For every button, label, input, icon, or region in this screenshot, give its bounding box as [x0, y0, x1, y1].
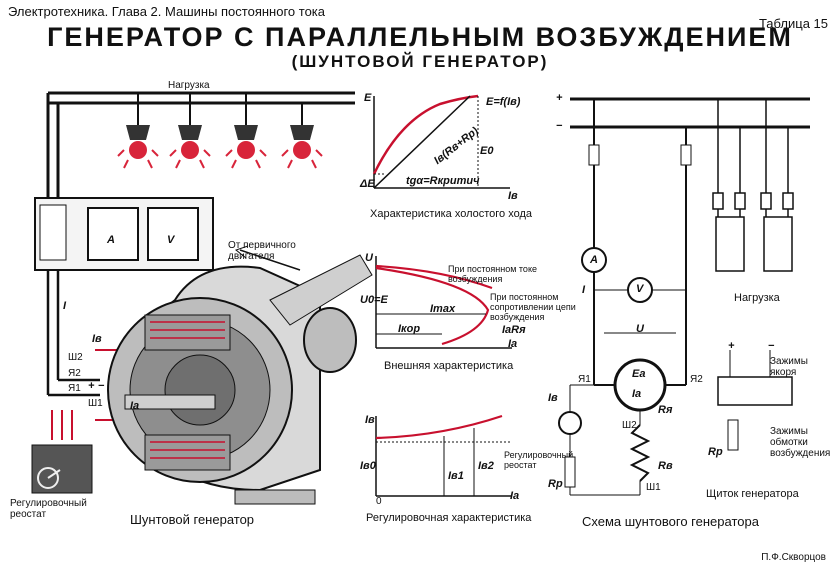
- external-Imax-label: Imax: [430, 303, 456, 315]
- rheostat-label: Регулировочный реостат: [10, 498, 87, 520]
- schematic-Ia-label: Ia: [632, 388, 642, 400]
- drive-pulley: [234, 245, 373, 373]
- external-note-current: При постоянном токе возбуждения: [448, 264, 537, 284]
- noload-chart: [372, 94, 510, 189]
- external-IaRa-label: IaRя: [502, 324, 526, 336]
- bus-minus-label: −: [556, 120, 563, 132]
- prime-mover-label: От первичного двигателя: [228, 240, 296, 262]
- armature-terminals-label: Зажимы якоря: [770, 356, 808, 378]
- terminal-ya1: Я1: [68, 383, 81, 394]
- noload-E0-label: E0: [480, 145, 494, 157]
- schematic-Ea-label: Ea: [632, 368, 646, 380]
- regulating-Ib0-label: Iв0: [360, 460, 376, 472]
- external-U-label: U: [365, 252, 373, 264]
- current-I-label: I: [63, 300, 67, 312]
- regulating-caption: Регулировочная характеристика: [366, 512, 532, 524]
- external-curve-const-resistance: [375, 266, 490, 346]
- external-curve-const-current: [375, 264, 493, 290]
- minus-sign: −: [98, 380, 105, 392]
- terminal-sh1: Ш1: [88, 398, 103, 409]
- load-branches: [712, 99, 794, 272]
- page-title: ГЕНЕРАТОР С ПАРАЛЛЕЛЬНЫМ ВОЗБУЖДЕНИЕМ: [47, 22, 793, 52]
- noload-caption: Характеристика холостого хода: [370, 208, 533, 220]
- load-bus: [46, 91, 355, 200]
- shunt-schematic: [558, 97, 810, 496]
- right-caption: Схема шунтового генератора: [582, 514, 759, 529]
- regulating-Ib-label: Iв: [365, 414, 375, 426]
- external-U0E-label: U0=E: [360, 294, 388, 306]
- schematic-Rp-label: Rр: [548, 478, 563, 490]
- noload-tg-label: tgα=Rкритич: [406, 175, 480, 187]
- bus-plus-label: +: [556, 92, 563, 104]
- regulating-chart: [375, 414, 512, 497]
- schematic-voltmeter-letter: V: [636, 283, 644, 295]
- field-terminals-label: Зажимы обмотки возбуждения: [770, 426, 831, 459]
- ammeter-symbol: [581, 247, 607, 273]
- schematic-Rb-label: Rв: [658, 460, 673, 472]
- feed-wires: [46, 270, 100, 397]
- terminal-ya2: Я2: [68, 368, 81, 379]
- ammeter-letter: A: [107, 234, 115, 246]
- plus-sign: +: [88, 380, 95, 392]
- regulating-Ib1-label: Iв1: [448, 470, 464, 482]
- voltmeter-letter: V: [167, 234, 175, 246]
- lamp-2: [169, 93, 211, 169]
- switchboard: [34, 197, 214, 271]
- page-subtitle: (ШУНТОВОЙ ГЕНЕРАТОР): [291, 52, 549, 71]
- external-caption: Внешняя характеристика: [384, 360, 514, 372]
- panel-minus-label: −: [768, 340, 775, 352]
- regulating-rheostat-note: Регулировочный реостат: [504, 450, 574, 470]
- load-lamps: [117, 93, 323, 169]
- generator-panel: [717, 376, 793, 406]
- field-rheostat-symbol: [564, 456, 576, 488]
- schematic-Sh2-label: Ш2: [622, 420, 637, 431]
- field-ammeter-symbol: [558, 411, 582, 435]
- load-label: Нагрузка: [168, 80, 210, 91]
- panel-Rp-label: Rр: [708, 446, 723, 458]
- regulating-zero: 0: [376, 496, 382, 507]
- left-caption: Шунтовой генератор: [130, 512, 255, 527]
- field-windings: [150, 321, 225, 459]
- noload-E-axis-label: E: [364, 92, 372, 104]
- schematic-ammeter-letter: A: [590, 254, 598, 266]
- lamp-1: [117, 93, 159, 169]
- noload-dE-label: ΔE: [360, 178, 375, 190]
- lamp-3: [225, 93, 267, 169]
- noload-formula: E=f(Iв): [486, 96, 521, 108]
- regulating-Ib2-label: Iв2: [478, 460, 494, 472]
- field-rheostat: [31, 444, 93, 494]
- noload-curve: [372, 94, 479, 175]
- schematic-Ya2-label: Я2: [690, 374, 703, 385]
- external-Ia-label: Ia: [508, 338, 518, 350]
- external-note-resistance: При постоянном сопротивлении цепи возбуж…: [490, 292, 576, 322]
- schematic-U-label: U: [636, 323, 644, 335]
- schematic-I-label: I: [582, 284, 586, 296]
- fuse-left: [588, 144, 600, 166]
- schematic-Ib-label: Iв: [548, 392, 558, 404]
- panel-caption: Щиток генератора: [706, 488, 799, 500]
- schematic-Ra-label: Rя: [658, 404, 673, 416]
- author-credit: П.Ф.Скворцов: [761, 552, 826, 563]
- external-Ikor-label: Iкор: [398, 323, 421, 335]
- book-chapter-header: Электротехника. Глава 2. Машины постоянн…: [8, 4, 325, 19]
- regulating-curve: [375, 414, 503, 440]
- terminal-sh2: Ш2: [68, 352, 83, 363]
- critical-line: [373, 95, 471, 189]
- regulating-Ia-label: Ia: [510, 490, 520, 502]
- schematic-Sh1-label: Ш1: [646, 482, 661, 493]
- fuse-right: [680, 144, 692, 166]
- right-load-label: Нагрузка: [734, 292, 780, 304]
- table-number: Таблица 15: [758, 16, 828, 31]
- field-current-label: Iв: [92, 333, 102, 345]
- armature-current-label: Iа: [130, 400, 140, 412]
- field-winding-symbol: [629, 424, 651, 482]
- external-chart: [375, 256, 512, 349]
- generator: [107, 265, 321, 505]
- schematic-Ya1-label: Я1: [578, 374, 591, 385]
- lamp-4: [281, 103, 323, 169]
- panel-plus-label: +: [728, 340, 735, 352]
- noload-Ib-axis-label: Iв: [508, 190, 518, 202]
